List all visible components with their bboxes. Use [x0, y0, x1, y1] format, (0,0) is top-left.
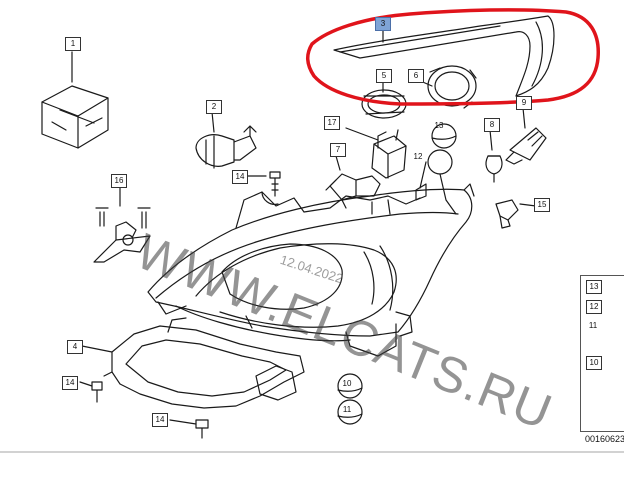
callout-12[interactable]: 12: [413, 152, 423, 161]
highlight-outline: [306, 8, 600, 106]
callout-17[interactable]: 17: [324, 116, 340, 130]
callout-3[interactable]: 3: [375, 17, 391, 31]
callout-2[interactable]: 2: [206, 100, 222, 114]
callout-4[interactable]: 4: [67, 340, 83, 354]
diagram-id: 00160623: [585, 434, 624, 444]
callout-11[interactable]: 11: [342, 405, 352, 414]
legend-callout-12[interactable]: 12: [586, 300, 602, 314]
callout-14-left[interactable]: 14: [62, 376, 78, 390]
callout-10[interactable]: 10: [342, 379, 352, 388]
callout-1[interactable]: 1: [65, 37, 81, 51]
callout-8[interactable]: 8: [484, 118, 500, 132]
callout-5[interactable]: 5: [376, 69, 392, 83]
legend-callout-11[interactable]: 11: [588, 321, 598, 330]
legend-panel: [580, 275, 624, 432]
callout-6[interactable]: 6: [408, 69, 424, 83]
callout-7[interactable]: 7: [330, 143, 346, 157]
callout-16[interactable]: 16: [111, 174, 127, 188]
callout-14-bottom[interactable]: 14: [152, 413, 168, 427]
legend-callout-10[interactable]: 10: [586, 356, 602, 370]
callout-14-top[interactable]: 14: [232, 170, 248, 184]
legend-callout-13[interactable]: 13: [586, 280, 602, 294]
callout-15[interactable]: 15: [534, 198, 550, 212]
callout-13[interactable]: 13: [434, 121, 444, 130]
callout-9[interactable]: 9: [516, 96, 532, 110]
